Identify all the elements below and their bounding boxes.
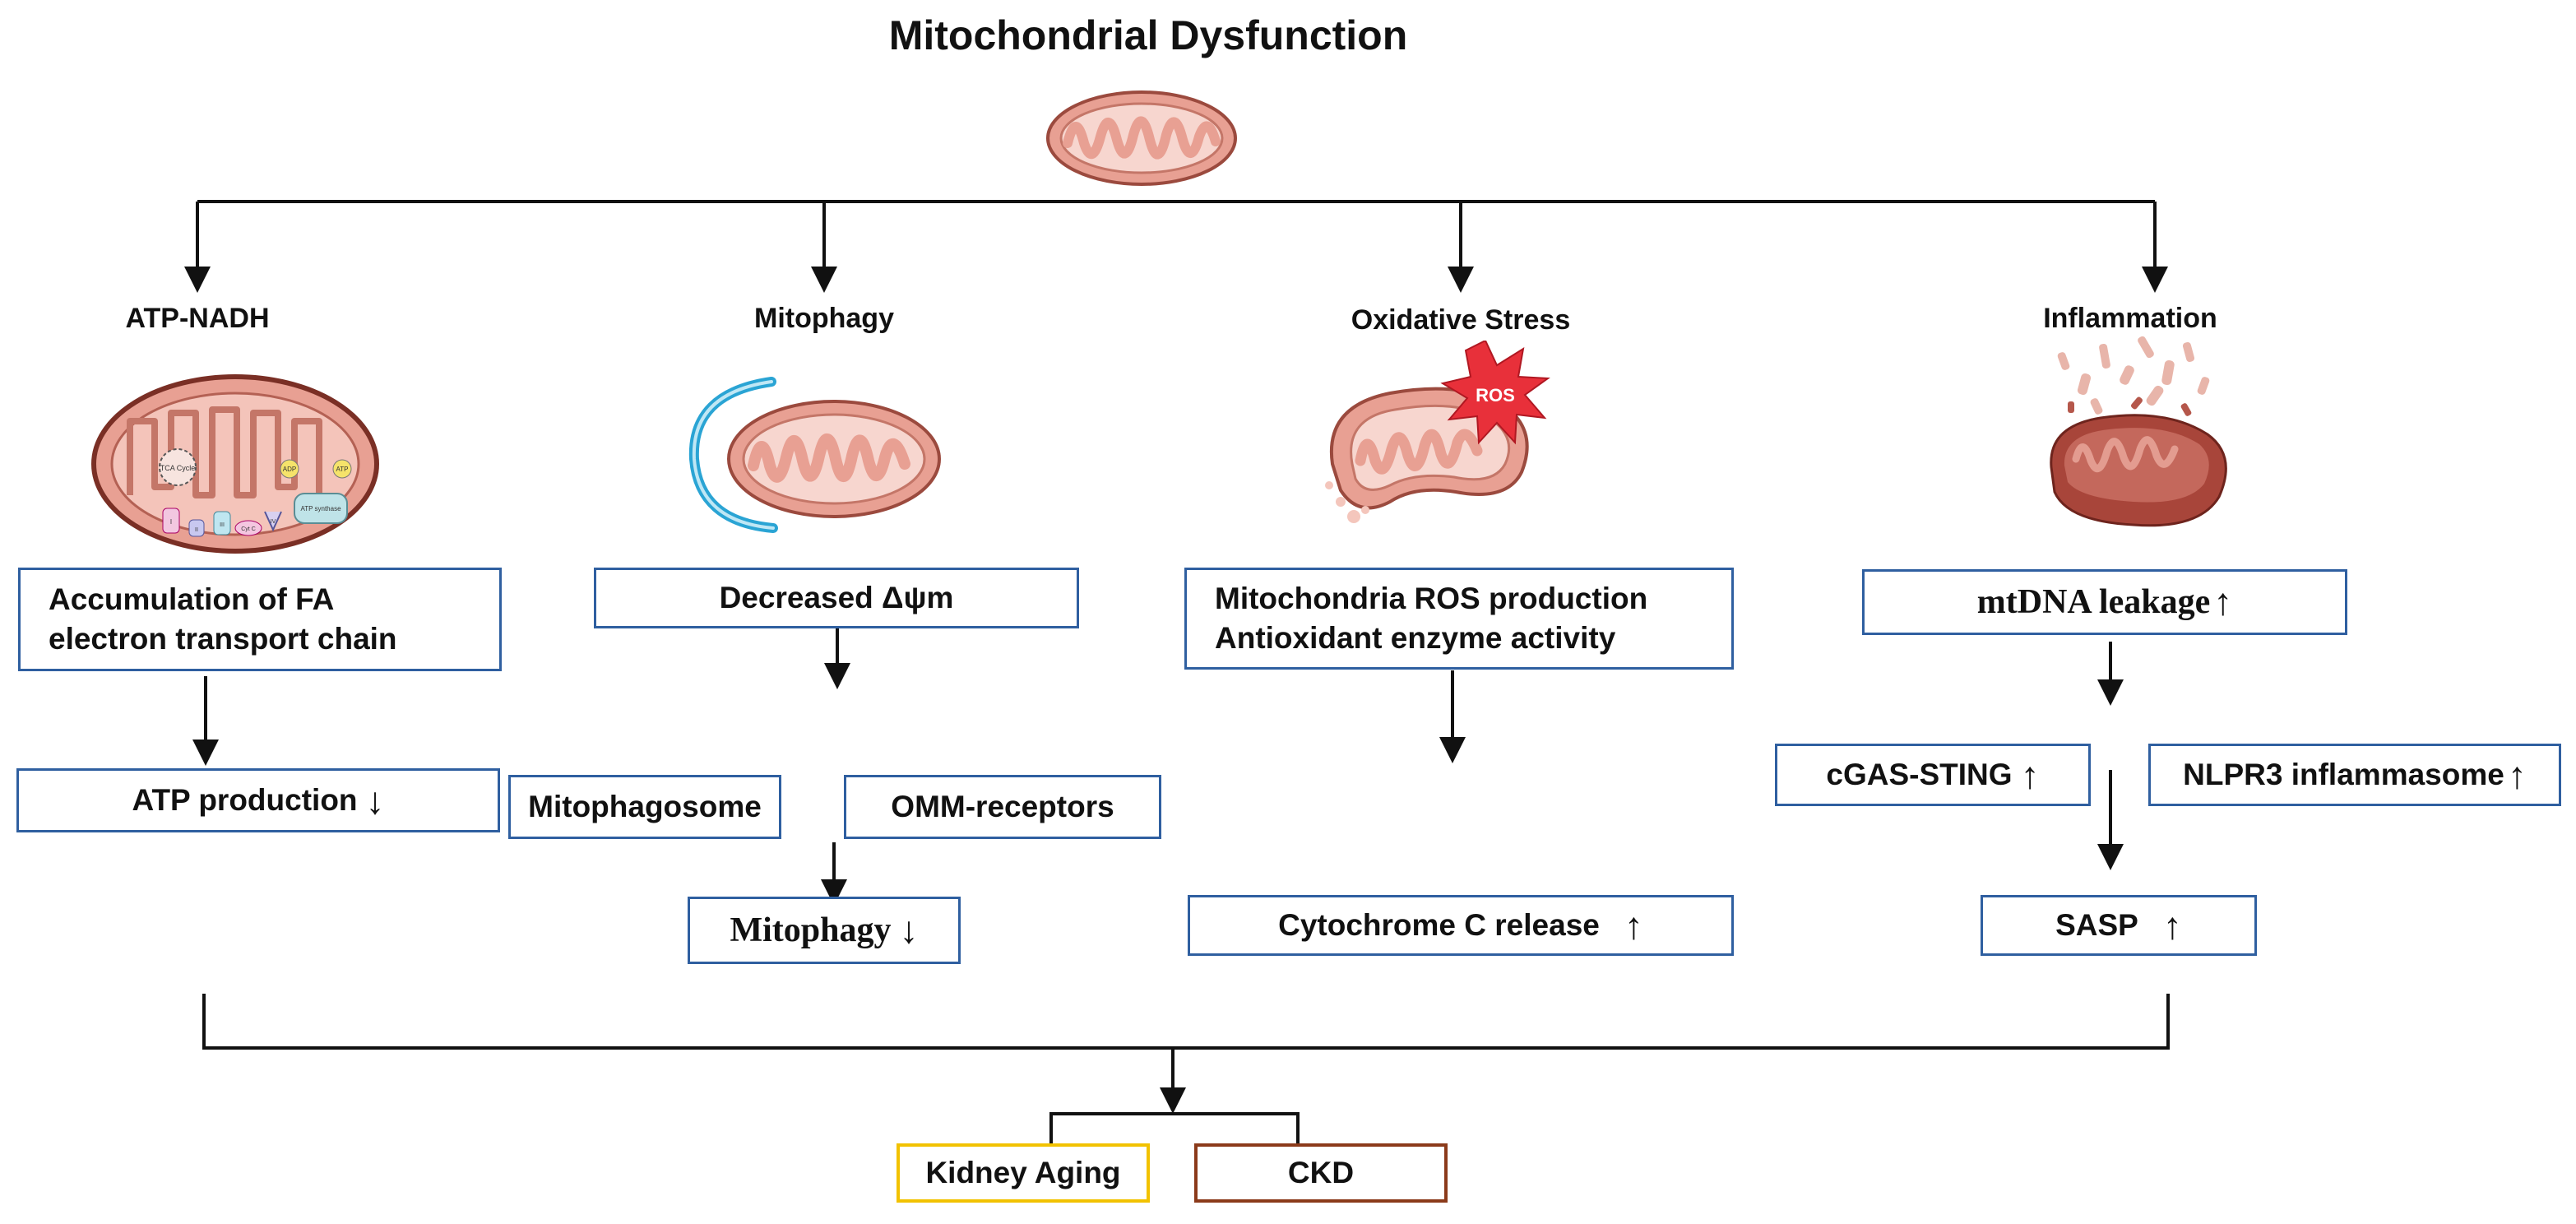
- branch-label-inflammation: Inflammation: [2043, 303, 2217, 334]
- cgas-sting-text: cGAS-STING: [1826, 758, 2013, 791]
- box-nlpr3-inflammasome: NLPR3 inflammasome ↑: [2148, 744, 2561, 806]
- up-arrow-icon: ↑: [2162, 904, 2182, 947]
- box-accumulation-fa-line2: electron transport chain: [49, 622, 397, 656]
- tca-cycle-label: TCA Cycle: [160, 464, 196, 472]
- ros-burst-icon: [1440, 341, 1550, 445]
- down-arrow-icon: ↓: [365, 779, 385, 822]
- box-cytochrome-c-release: Cytochrome C release ↑: [1188, 895, 1734, 956]
- atp-synthase-label: ATP synthase: [300, 505, 341, 512]
- decreased-dpsim-text: Decreased Δψm: [719, 581, 954, 614]
- mitophagosome-text: Mitophagosome: [528, 790, 762, 823]
- box-mitophagosome: Mitophagosome: [508, 775, 781, 839]
- ros-production-line1: Mitochondria ROS production: [1215, 582, 1648, 615]
- ros-production-line2: Antioxidant enzyme activity: [1215, 621, 1616, 655]
- complex-iv-label: IV: [271, 519, 276, 525]
- nlpr3-inflammasome-text: NLPR3 inflammasome: [2183, 758, 2504, 791]
- box-mitophagy-result: Mitophagy ↓: [688, 897, 961, 964]
- atp-label: ATP: [336, 466, 349, 473]
- up-arrow-icon: ↑: [2213, 581, 2233, 623]
- mitochondrion-etc-icon: TCA Cycle ADP ATP ATP synthase I II III …: [91, 374, 379, 554]
- mtdna-leakage-text: mtDNA leakage: [1976, 583, 2211, 621]
- mitophagy-icon: [688, 377, 941, 533]
- branch-label-atp-nadh: ATP-NADH: [125, 303, 270, 334]
- box-accumulation-fa: Accumulation of FA electron transport ch…: [18, 568, 502, 671]
- damaged-mitochondrion-icon: [2050, 336, 2227, 527]
- box-accumulation-fa-line1: Accumulation of FA: [49, 582, 335, 616]
- ros-label: ROS: [1476, 385, 1515, 406]
- branch-label-oxidative-stress: Oxidative Stress: [1351, 304, 1571, 336]
- up-arrow-icon: ↑: [1624, 904, 1643, 947]
- box-atp-production: ATP production ↓: [16, 768, 500, 832]
- page-title: Mitochondrial Dysfunction: [888, 12, 1408, 58]
- mitochondrion-icon: [1046, 90, 1237, 186]
- box-omm-receptors: OMM-receptors: [844, 775, 1161, 839]
- outcome-fork: [1049, 1112, 1300, 1143]
- outcome-kidney-aging: Kidney Aging: [897, 1143, 1150, 1203]
- complex-ii-label: II: [195, 527, 198, 533]
- complex-iii-label: III: [220, 522, 225, 528]
- cyt-c-label: Cyt C: [241, 526, 256, 532]
- ros-mitochondrion-icon: ROS: [1325, 341, 1550, 523]
- mitophagy-result-text: Mitophagy: [730, 911, 892, 949]
- atp-production-text: ATP production: [132, 783, 358, 817]
- branch-label-mitophagy: Mitophagy: [754, 303, 894, 334]
- box-mtdna-leakage: mtDNA leakage ↑: [1862, 569, 2347, 635]
- adp-label: ADP: [283, 466, 296, 473]
- sasp-text: SASP: [2055, 908, 2138, 942]
- box-sasp: SASP ↑: [1981, 895, 2257, 956]
- box-cgas-sting: cGAS-STING ↑: [1775, 744, 2091, 806]
- box-ros-production: Mitochondria ROS production Antioxidant …: [1184, 568, 1734, 670]
- down-arrow-icon: ↓: [899, 909, 919, 951]
- complex-i-label: I: [170, 518, 172, 526]
- up-arrow-icon: ↑: [2020, 753, 2040, 796]
- up-arrow-icon: ↑: [2507, 753, 2527, 796]
- cytochrome-c-release-text: Cytochrome C release: [1278, 908, 1600, 942]
- outcome-ckd: CKD: [1194, 1143, 1448, 1203]
- bottom-bracket: [202, 994, 2170, 1050]
- box-decreased-dpsim: Decreased Δψm: [594, 568, 1079, 628]
- omm-receptors-text: OMM-receptors: [891, 790, 1114, 823]
